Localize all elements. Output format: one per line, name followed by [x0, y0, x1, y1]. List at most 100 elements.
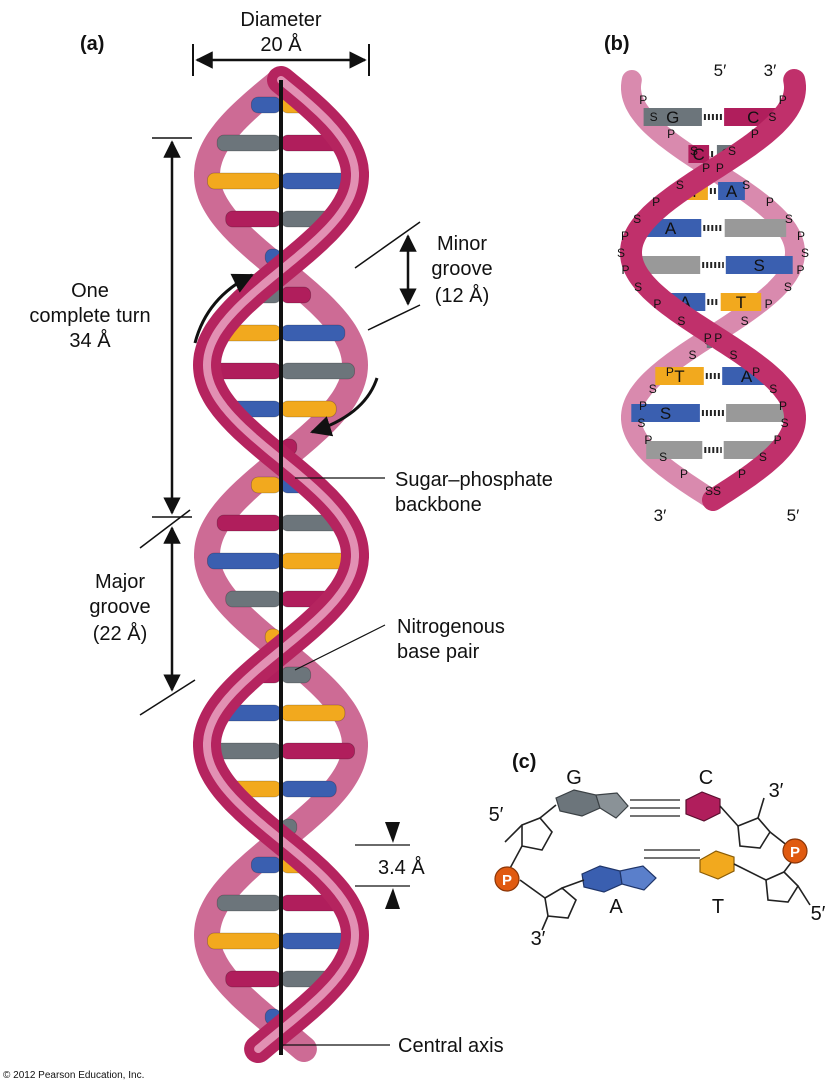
strand-b-top-left-end: 5′ [714, 61, 727, 80]
minor-groove-leader-bottom [368, 305, 420, 330]
sugar-phosphate-letter: P [774, 433, 782, 447]
guanine-ring-2 [596, 793, 628, 818]
sugar-phosphate-letter: S [781, 416, 789, 430]
sugar-phosphate-letter: P [666, 365, 674, 379]
sugar-phosphate-letter: S [769, 382, 777, 396]
base-rung [226, 591, 281, 607]
panel-c-3prime-right: 3′ [769, 780, 784, 802]
guanine-ring-1 [556, 790, 600, 816]
sugar-phosphate-letter: P [752, 365, 760, 379]
base-rung [207, 933, 281, 949]
phosphate-right-label: P [790, 844, 800, 861]
sugar-phosphate-letter: P [644, 433, 652, 447]
sugar-phosphate-letter: S [650, 110, 658, 124]
base-rung [251, 857, 281, 873]
minor-groove-line2: groove [431, 258, 492, 280]
sugar-phosphate-letter: S [688, 348, 696, 362]
ladder-base-letter: S [754, 256, 765, 275]
sugar-phosphate-letter: S [659, 450, 667, 464]
ladder-base-letter: T [736, 293, 746, 312]
sugar-phosphate-letter: P [639, 93, 647, 107]
sugar-phosphate-letter: P [779, 93, 787, 107]
sugar-phosphate-letter: S [768, 110, 776, 124]
adenine-ring-2 [620, 866, 656, 890]
diameter-label: Diameter [240, 9, 321, 31]
ladder-base [646, 441, 702, 459]
base-rung [226, 211, 281, 227]
base-rung [251, 97, 281, 113]
sugar-phosphate-letter: S [759, 450, 767, 464]
base-rung [207, 173, 281, 189]
sugar-phosphate-letter: P [796, 263, 804, 277]
sugar-phosphate-letter: P [653, 297, 661, 311]
base-pair-label-line1: Nitrogenous [397, 616, 505, 638]
sugar-phosphate-letter: P [704, 331, 712, 345]
sugar-phosphate-letter: S [634, 280, 642, 294]
major-groove-leader-bottom [140, 680, 195, 715]
sugar-phosphate-letter: S [713, 484, 721, 498]
sugar-phosphate-letter: P [738, 467, 746, 481]
ladder-base-letter: A [665, 219, 677, 238]
sugar-phosphate-letter: P [716, 161, 724, 175]
rise-arrow-down [385, 822, 400, 843]
sugar-phosphate-letter: P [751, 127, 759, 141]
ladder-base [725, 219, 787, 237]
base-rung [281, 401, 336, 417]
major-groove-line2: groove [89, 596, 150, 618]
base-rung [217, 515, 281, 531]
adenine-ring-1 [582, 866, 622, 892]
sugar-phosphate-letter: S [785, 212, 793, 226]
backbone-label-line1: Sugar–phosphate [395, 469, 553, 491]
complete-turn-line3: 34 Å [69, 329, 111, 352]
guanine-label: G [566, 767, 582, 789]
panel-c-5prime-left: 5′ [489, 804, 504, 826]
base-rung [281, 705, 345, 721]
strand-b-bottom-right-end: 5′ [787, 506, 800, 525]
sugar-phosphate-letter: S [705, 484, 713, 498]
panel-c-label: (c) [512, 751, 536, 773]
phosphate-left-label: P [502, 872, 512, 889]
sugar-phosphate-letter: P [680, 467, 688, 481]
base-rung [226, 971, 281, 987]
base-rung [281, 781, 336, 797]
panel-a: (a) Diameter 20 Å One complete turn 34 Å… [20, 9, 553, 1057]
base-rung [217, 135, 281, 151]
sugar-phosphate-letter: S [690, 144, 698, 158]
major-groove-line3: (22 Å) [93, 622, 147, 645]
sugar-phosphate-letter: P [797, 229, 805, 243]
base-rung [281, 325, 345, 341]
ladder-base-letter: G [666, 108, 679, 127]
sugar-phosphate-letter: P [621, 229, 629, 243]
ladder-base-letter: A [726, 182, 738, 201]
base-rung [281, 743, 355, 759]
diameter-value: 20 Å [260, 33, 302, 56]
cytosine-ring [686, 792, 720, 821]
sugar-phosphate-letter: S [617, 246, 625, 260]
panel-b-label: (b) [604, 33, 630, 55]
base-rung [251, 477, 281, 493]
sugar-phosphate-letter: S [728, 144, 736, 158]
panel-c: (c) G C A T [489, 751, 826, 950]
thymine-label: T [712, 896, 724, 918]
sugar-phosphate-letter: P [621, 263, 629, 277]
gc-hydrogen-bonds [630, 800, 680, 816]
minor-groove-line1: Minor [437, 233, 487, 255]
adenine-label: A [609, 896, 623, 918]
sugar-phosphate-letter: S [742, 178, 750, 192]
major-groove-leader-top [140, 510, 190, 548]
sugar-phosphate-letter: P [766, 195, 774, 209]
rise-label: 3.4 Å [378, 856, 425, 879]
backbone-label-line2: backbone [395, 494, 482, 516]
strand-b-top-right-end: 3′ [764, 61, 777, 80]
sugar-phosphate-letter: P [714, 331, 722, 345]
sugar-phosphate-letter: P [652, 195, 660, 209]
sugar-phosphate-letter: S [633, 212, 641, 226]
complete-turn-line1: One [71, 280, 109, 302]
panel-c-3prime-left: 3′ [531, 928, 546, 950]
cytosine-label: C [699, 767, 713, 789]
panel-a-label: (a) [80, 33, 104, 55]
sugar-phosphate-letter: P [639, 399, 647, 413]
base-rung [207, 553, 281, 569]
base-rung [281, 363, 355, 379]
